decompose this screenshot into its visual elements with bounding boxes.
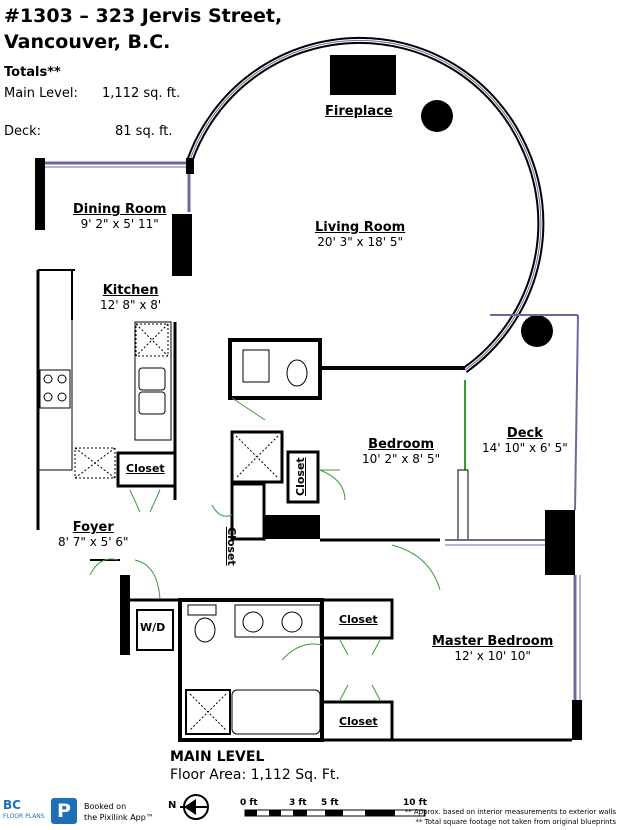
scale-bar xyxy=(244,809,426,817)
washer-dryer-label: W/D xyxy=(140,621,166,634)
bedroom-dim: 10' 2" x 8' 5" xyxy=(362,452,441,466)
address-line-1: #1303 – 323 Jervis Street, xyxy=(4,5,283,27)
master-closet-bottom-label: Closet xyxy=(339,715,378,728)
fireplace-name: Fireplace xyxy=(325,104,393,119)
footnote-2: ** Total square footage not taken from o… xyxy=(415,818,616,826)
dining-room-dim: 9' 2" x 5' 11" xyxy=(80,217,159,231)
master-bedroom-dim: 12' x 10' 10" xyxy=(454,649,531,663)
deck-rail-right xyxy=(574,314,579,511)
kitchen-dim: 12' 8" x 8' xyxy=(100,298,162,312)
foyer-wall-lower xyxy=(120,575,130,655)
bedroom-name: Bedroom xyxy=(368,437,435,452)
master-bedroom-label: Master Bedroom 12' x 10' 10" xyxy=(432,634,553,663)
booked-line-2: the Pixilink App™ xyxy=(84,813,154,822)
scale-label-0: 0 ft xyxy=(240,798,258,808)
master-toilet xyxy=(194,617,216,643)
bath-closet-box xyxy=(230,482,266,541)
pixilink-logo: P xyxy=(51,798,77,824)
main-level-value: 1,112 sq. ft. xyxy=(102,86,181,101)
dining-pillar xyxy=(172,214,192,276)
deck-room-label: Deck 14' 10" x 6' 5" xyxy=(482,426,568,455)
master-closet-top-label: Closet xyxy=(339,613,378,626)
foyer-name: Foyer xyxy=(72,520,114,535)
north-label: N xyxy=(168,800,177,811)
deck-dim: 14' 10" x 6' 5" xyxy=(482,441,568,455)
address-line-2: Vancouver, B.C. xyxy=(4,31,171,53)
sink-1 xyxy=(138,367,166,391)
fireplace-label: Fireplace xyxy=(325,104,393,119)
bath-closet-label: Closet xyxy=(225,527,238,566)
bc-floor-plans-sub: FLOOR PLANS xyxy=(3,813,45,820)
sink-2 xyxy=(138,391,166,415)
fridge xyxy=(74,447,116,479)
scale-label-5: 5 ft xyxy=(321,798,339,808)
totals-title: Totals** xyxy=(4,65,61,80)
master-closet-top-box xyxy=(320,598,394,640)
bedroom-label: Bedroom 10' 2" x 8' 5" xyxy=(362,437,440,466)
dining-room-name: Dining Room xyxy=(73,202,167,217)
bath1-toilet xyxy=(286,359,308,387)
master-bath xyxy=(178,598,324,742)
foyer-dim: 8' 7" x 5' 6" xyxy=(58,535,129,549)
bath1-sink xyxy=(242,349,270,383)
deck-label: Deck: xyxy=(4,124,42,139)
kitchen-counter xyxy=(37,269,73,471)
kitchen-name: Kitchen xyxy=(102,283,159,298)
bed-closet-box xyxy=(286,450,320,504)
living-room-name: Living Room xyxy=(315,220,406,235)
scale-label-10: 10 ft xyxy=(403,798,427,808)
deck-name: Deck xyxy=(506,426,543,441)
kitchen-island xyxy=(134,321,172,441)
deck-value: 81 sq. ft. xyxy=(115,124,173,139)
stove xyxy=(39,369,71,409)
living-room-dim: 20' 3" x 18' 5" xyxy=(317,235,403,249)
bath1-shower xyxy=(230,430,284,484)
master-bedroom-name: Master Bedroom xyxy=(432,634,554,649)
master-pillar xyxy=(545,510,575,575)
living-room-label: Living Room 20' 3" x 18' 5" xyxy=(315,220,405,249)
fireplace-block xyxy=(330,55,396,95)
kitchen-label: Kitchen 12' 8" x 8' xyxy=(100,283,161,312)
wd-box xyxy=(136,609,174,651)
left-wall-top xyxy=(35,158,45,230)
column-1 xyxy=(421,100,453,132)
vanity xyxy=(234,604,321,638)
column-2 xyxy=(521,315,553,347)
footnote-1: ** Approx. based on interior measurement… xyxy=(404,808,616,816)
level-title: MAIN LEVEL xyxy=(170,749,265,765)
floor-area: Floor Area: 1,112 Sq. Ft. xyxy=(170,767,340,783)
bed-closet-label: Closet xyxy=(294,457,307,496)
curved-window xyxy=(189,39,542,371)
booked-line-1: Booked on xyxy=(84,802,127,811)
kitchen-closet-label: Closet xyxy=(126,462,165,475)
bathtub xyxy=(231,689,321,735)
dining-room-label: Dining Room 9' 2" x 5' 11" xyxy=(73,202,166,231)
main-level-label: Main Level: xyxy=(4,86,78,101)
master-shower xyxy=(185,689,231,735)
scale-label-3: 3 ft xyxy=(289,798,307,808)
bc-floor-plans-logo: BC xyxy=(3,798,21,812)
foyer-label: Foyer 8' 7" x 5' 6" xyxy=(58,520,129,549)
kitchen-closet-box xyxy=(116,451,177,488)
